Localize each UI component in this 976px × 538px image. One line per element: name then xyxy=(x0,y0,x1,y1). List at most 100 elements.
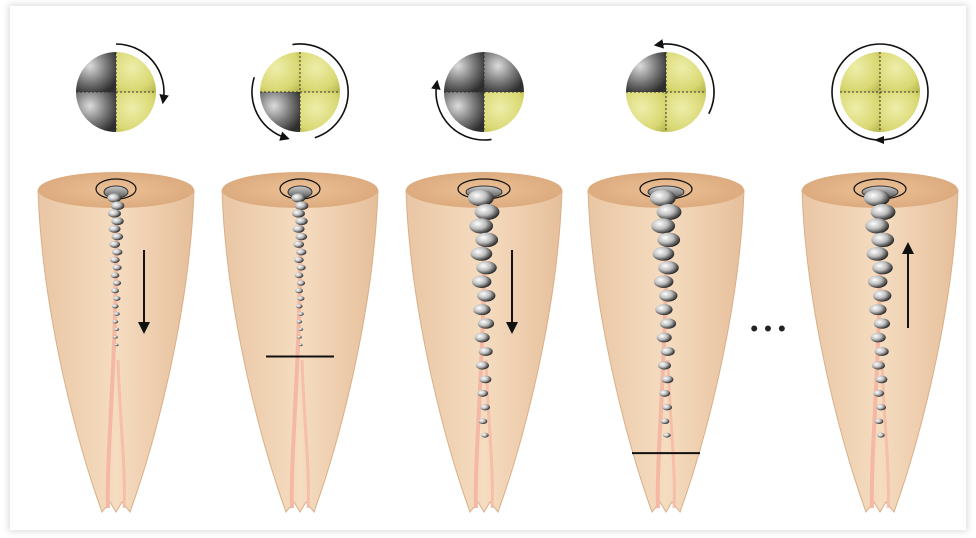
file-flute xyxy=(113,320,119,324)
file-flute xyxy=(873,290,891,302)
file-flute xyxy=(864,190,890,207)
file-flute xyxy=(481,433,489,438)
file-flute xyxy=(476,261,497,274)
file-flute xyxy=(110,257,120,263)
file-flute xyxy=(873,390,884,397)
file-flute xyxy=(479,376,491,384)
file-flute xyxy=(867,247,889,261)
dial-quadrant-yellow xyxy=(626,92,666,132)
file-flute xyxy=(114,344,118,347)
dial-quadrant-yellow xyxy=(666,92,706,132)
file-flute xyxy=(298,328,303,331)
step-5 xyxy=(802,44,958,512)
step-3 xyxy=(406,52,562,512)
file-flute xyxy=(292,209,305,217)
file-flute xyxy=(293,241,304,248)
file-flute xyxy=(661,347,675,356)
file-flute xyxy=(296,265,305,271)
file-flute xyxy=(659,290,677,302)
file-flute xyxy=(297,280,305,285)
file-flute xyxy=(869,304,886,315)
file-flute xyxy=(112,233,123,240)
dial-quadrant-yellow xyxy=(484,92,524,132)
file-flute xyxy=(297,296,304,301)
file-flute xyxy=(296,233,307,240)
file-flute xyxy=(109,225,121,233)
file-flute xyxy=(872,261,893,274)
file-flute xyxy=(112,265,121,271)
file-flute xyxy=(476,361,489,369)
file-flute xyxy=(295,288,303,293)
file-flute xyxy=(472,275,492,287)
file-flute xyxy=(865,218,889,233)
dial-quadrant-gray xyxy=(444,52,484,92)
file-flute xyxy=(114,328,119,331)
rotation-dial xyxy=(626,44,714,132)
file-flute xyxy=(660,318,676,328)
file-flute xyxy=(471,247,493,261)
file-flute xyxy=(113,296,120,301)
file-flute xyxy=(112,304,119,308)
file-flute xyxy=(111,272,120,278)
file-flute xyxy=(875,418,884,424)
file-flute xyxy=(868,275,888,287)
file-flute xyxy=(657,204,682,220)
file-flute xyxy=(468,190,494,207)
file-flute xyxy=(658,361,671,369)
file-flute xyxy=(475,204,500,220)
file-flute xyxy=(295,217,307,225)
file-flute xyxy=(114,312,120,316)
rotation-dial xyxy=(252,44,348,138)
file-flute xyxy=(478,318,494,328)
step-1 xyxy=(38,44,194,512)
file-flute xyxy=(653,247,675,261)
file-flute xyxy=(108,209,121,217)
file-flute xyxy=(296,249,306,256)
ellipsis: • • • xyxy=(750,316,785,341)
file-flute xyxy=(874,318,890,328)
rotation-dial xyxy=(832,44,928,144)
file-flute xyxy=(479,347,493,356)
file-flute xyxy=(473,304,490,315)
file-flute xyxy=(291,194,305,203)
file-flute xyxy=(658,261,679,274)
file-flute xyxy=(657,233,680,248)
file-flute xyxy=(475,333,490,343)
file-flute xyxy=(479,418,488,424)
dial-quadrant-yellow xyxy=(116,92,156,132)
file-flute xyxy=(651,218,675,233)
file-flute xyxy=(477,290,495,302)
file-flute xyxy=(650,190,676,207)
file-flute xyxy=(469,218,493,233)
file-flute xyxy=(112,249,122,256)
step-2 xyxy=(222,44,378,512)
file-flute xyxy=(875,376,887,384)
file-flute xyxy=(294,257,304,263)
file-flute xyxy=(871,333,886,343)
file-flute xyxy=(298,344,302,347)
file-flute xyxy=(871,233,894,248)
file-flute xyxy=(295,272,304,278)
file-flute xyxy=(871,204,896,220)
file-flute xyxy=(662,404,672,410)
dial-quadrant-gray xyxy=(484,52,524,92)
step-4 xyxy=(588,44,744,512)
file-flute xyxy=(111,288,119,293)
file-flute xyxy=(475,233,498,248)
file-flute xyxy=(107,194,121,203)
file-flute xyxy=(109,241,120,248)
file-flute xyxy=(661,376,673,384)
dial-quadrant-yellow xyxy=(260,52,300,92)
file-flute xyxy=(654,275,674,287)
rotation-dial xyxy=(76,44,164,132)
file-flute xyxy=(872,361,885,369)
dial-quadrant-gray xyxy=(76,92,116,132)
file-flute xyxy=(657,333,672,343)
file-flute xyxy=(295,201,308,210)
file-flute xyxy=(663,433,671,438)
file-flute xyxy=(477,390,488,397)
file-flute xyxy=(659,390,670,397)
rotation-arrow-icon xyxy=(874,136,884,144)
file-flute xyxy=(661,418,670,424)
